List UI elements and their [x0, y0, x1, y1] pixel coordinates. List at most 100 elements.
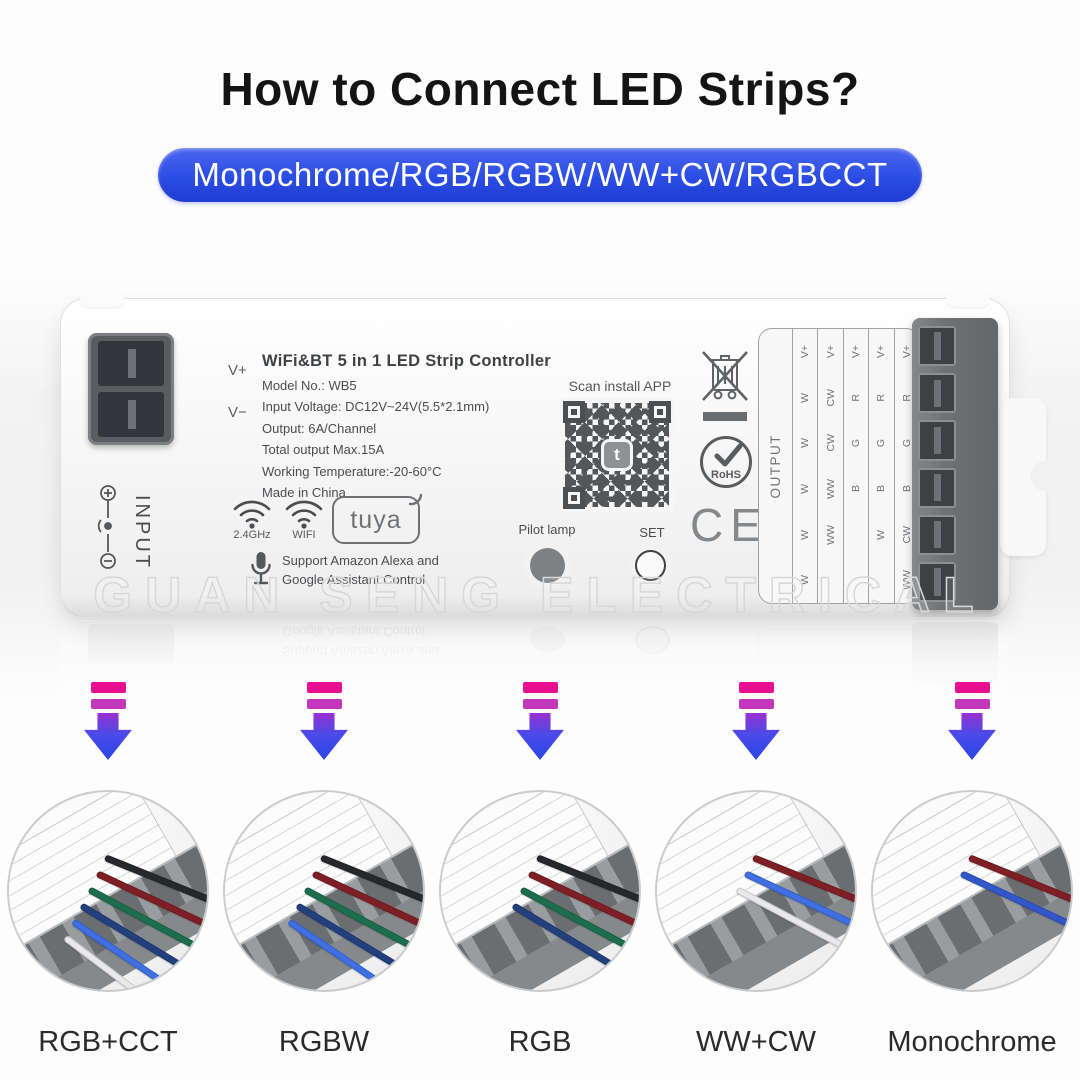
arrow-dash [954, 699, 990, 709]
arrow-dash [738, 682, 774, 693]
mode-col-monochrome: OUTPUT Monochrome [864, 676, 1080, 1059]
arrow-head [300, 713, 348, 760]
page-title: How to Connect LED Strips? [220, 63, 860, 115]
mode-label: Monochrome [887, 1026, 1057, 1058]
reflection-text: Support Amazon Alexa and [282, 644, 439, 659]
down-arrow-icon [84, 676, 132, 760]
tuya-logo-text: tuya [350, 505, 402, 534]
assistant-line2: Google Assistant Control [282, 572, 426, 587]
reflection-text: Google Assistant Control [282, 624, 426, 639]
watermark: GUAN SENG ELECTRICAL [93, 566, 987, 624]
wifi-24ghz: 2.4GHz [230, 497, 274, 541]
terminal-cell: W [875, 529, 888, 540]
terminal-cell: W [799, 438, 812, 449]
terminal-cell: WW [824, 524, 837, 545]
tuya-qr-badge: t [601, 439, 633, 471]
terminal-cell: R [875, 393, 888, 402]
device-title: WiFi&BT 5 in 1 LED Strip Controller [262, 352, 552, 370]
arrow-dash [306, 682, 342, 693]
ce-mark: CE [690, 499, 768, 551]
arrow-dash [90, 682, 126, 693]
arrow-head [84, 713, 132, 760]
wifi-generic: WIFI [282, 497, 326, 541]
set-button[interactable] [635, 550, 666, 581]
check-icon [714, 443, 743, 467]
tuya-logo: tuya [332, 493, 423, 544]
rohs-mark: RoHS [700, 436, 752, 488]
mode-col-rgbw: OUTPUT RGBW [216, 676, 432, 1059]
v-minus-label: V− [228, 404, 247, 421]
qr-finder [563, 401, 585, 423]
terminal-cell: B [875, 485, 888, 493]
terminal-cell: WW [824, 478, 837, 499]
pilot-lamp-label: Pilot lamp [518, 522, 576, 537]
input-terminal-block [88, 333, 174, 445]
down-arrow-icon [948, 676, 996, 760]
reflection-shape [758, 624, 920, 680]
output-label: OUTPUT [768, 433, 783, 499]
modes-banner: Monochrome/RGB/RGBW/WW+CW/RGBCCT [158, 148, 922, 202]
terminal-cell: G [850, 439, 863, 448]
spec-line: Model No.: WB5 [262, 377, 357, 393]
mode-label: RGBW [278, 1026, 370, 1058]
input-label: INPUT [131, 494, 153, 570]
output-terminal [918, 373, 956, 414]
output-terminal [918, 420, 956, 461]
spec-line: Input Voltage: DC12V~24V(5.5*2.1mm) [262, 399, 490, 414]
reflection-shape [912, 622, 998, 682]
mode-col-rgb: OUTPUT RGB [432, 676, 648, 1059]
mode-col-wwcw: OUTPUT WW+CW [648, 676, 864, 1059]
microphone-icon [250, 551, 272, 587]
terminal-cell: G [875, 439, 888, 448]
qr-finder [563, 487, 585, 509]
terminal-cell: W [799, 392, 812, 403]
table-col-rgbw: V+ R G B W [868, 329, 893, 603]
qr-code: t [560, 398, 674, 512]
terminal-cell: V+ [875, 345, 888, 359]
output-terminal-block [912, 318, 998, 610]
table-col-cct: V+ CW CW WW WW [817, 329, 842, 603]
mode-label: RGB+CCT [38, 1026, 178, 1058]
spec-line: Working Temperature:-20-60°C [262, 463, 442, 479]
output-terminal [918, 467, 956, 508]
terminal-cell: CW [824, 388, 837, 407]
output-terminal [918, 561, 956, 603]
spec-line: Total output Max.15A [262, 442, 385, 457]
output-terminal-table: OUTPUT V+ W W W W W V+ CW CW WW WW V+ R … [758, 328, 920, 604]
arrow-dash [954, 682, 990, 693]
mode-col-rgbcct: OUTPUT RGB+CCT [0, 676, 216, 1059]
mode-label: WW+CW [696, 1026, 816, 1058]
reflection-shape [88, 624, 174, 664]
down-arrow-icon [732, 676, 780, 760]
connection-modes-row: OUTPUT RGB+CCT [0, 676, 1080, 1059]
terminal-cell: V+ [799, 345, 812, 359]
terminal-cell: R [850, 393, 863, 402]
wiring-photo-wwcw: OUTPUT [655, 790, 857, 992]
tuya-arc-icon [408, 493, 423, 506]
spec-line: Made in China [262, 485, 346, 500]
arrow-head [516, 713, 564, 760]
wiring-photo-rgbcct: OUTPUT [7, 790, 209, 992]
set-button-label: SET [639, 525, 665, 540]
mode-label: RGB [508, 1026, 572, 1058]
table-col-rgb: V+ R G B [842, 329, 868, 603]
wifi-icon [233, 500, 271, 529]
device-reflection: Google Assistant Control Support Amazon … [60, 620, 1008, 692]
dc-polarity-icon [97, 485, 116, 569]
v-plus-label: V+ [228, 362, 247, 379]
arrow-dash [522, 682, 558, 693]
freq-label: 2.4GHz [233, 529, 271, 541]
terminal-cell: CW [824, 434, 837, 452]
qr-finder [649, 401, 671, 423]
case-bump [80, 291, 124, 307]
weee-bin-icon [699, 348, 751, 406]
table-col-rgbcct: V+ R G B CW WW [893, 329, 919, 603]
input-terminal [98, 341, 164, 386]
device-spec-text: WiFi&BT 5 in 1 LED Strip Controller Mode… [262, 352, 551, 500]
wifi-icon [285, 500, 323, 529]
down-arrow-icon [300, 676, 348, 760]
terminal-cell: W [799, 483, 812, 494]
reflection-shape [635, 626, 670, 654]
wiring-photo-monochrome: OUTPUT [871, 790, 1073, 992]
spec-line: Output: 6A/Channel [262, 420, 377, 436]
